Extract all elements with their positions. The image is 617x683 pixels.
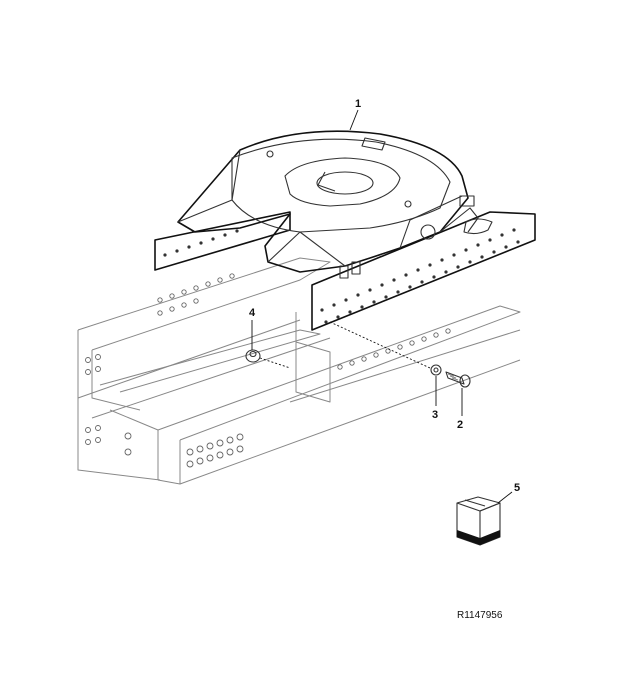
chassis-frame	[77, 257, 521, 485]
callout-2: 2	[457, 419, 463, 431]
callout-4: 4	[249, 307, 256, 319]
nut-part-4	[245, 349, 291, 369]
parts-box-icon	[456, 496, 501, 546]
callout-3: 3	[432, 409, 438, 421]
drawing-reference: R1147956	[457, 610, 503, 621]
leader-lines	[251, 109, 513, 504]
mounting-plate-right	[311, 211, 536, 331]
bolt-part-2	[445, 371, 471, 388]
frame-holes	[85, 273, 451, 468]
washer-part-3	[430, 364, 442, 376]
callout-1: 1	[355, 98, 361, 110]
callout-5: 5	[514, 482, 520, 494]
fifth-wheel-coupling	[177, 130, 493, 279]
